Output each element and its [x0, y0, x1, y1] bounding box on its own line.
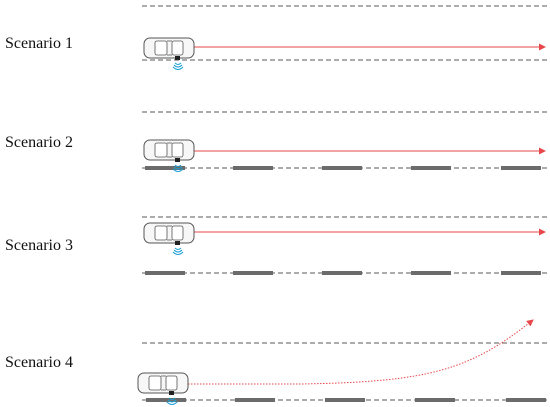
scenario-3-label: Scenario 3 [5, 237, 73, 254]
sensor-wave [173, 64, 183, 68]
ultrasonic-sensor-icon [172, 164, 184, 172]
curb-marker [506, 398, 546, 402]
car-top-view-icon [143, 139, 195, 172]
sensor-wave [174, 247, 182, 250]
car-rear-window [154, 225, 168, 241]
car-windshield [165, 375, 178, 391]
sensor-wave [172, 251, 184, 255]
sensor-wave [173, 249, 183, 253]
curb-marker [501, 271, 541, 275]
car-top-view-icon [143, 37, 195, 70]
curb-marker [411, 271, 451, 275]
curb-marker [322, 271, 362, 275]
sensor-housing [169, 391, 174, 395]
car-windshield [171, 40, 184, 56]
sensor-wave [174, 62, 182, 65]
car-windshield [171, 225, 184, 241]
sensor-wave [166, 401, 178, 405]
sensor-wave [174, 164, 182, 167]
ultrasonic-sensor-icon [172, 62, 184, 70]
car-rear-window [154, 40, 168, 56]
car-top-view-icon [143, 222, 195, 255]
sensor-wave [167, 399, 177, 403]
curb-marker [145, 271, 185, 275]
curb-marker [415, 398, 455, 402]
curb-marker [145, 166, 185, 170]
scenario-2-label: Scenario 2 [5, 134, 73, 151]
scenario-1-label: Scenario 1 [5, 35, 73, 52]
car-windshield [171, 142, 184, 158]
car-rear-window [148, 375, 162, 391]
curb-marker [501, 166, 541, 170]
sensor-wave [168, 397, 176, 400]
scenario-4-label: Scenario 4 [5, 354, 73, 371]
curb-marker [235, 398, 275, 402]
curb-marker [325, 398, 365, 402]
curved-trajectory-arrow [188, 319, 534, 385]
curb-marker [322, 166, 362, 170]
sensor-wave [173, 166, 183, 170]
curb-marker [411, 166, 451, 170]
sensor-housing [175, 158, 180, 162]
car-top-view-icon [137, 372, 189, 405]
curb-marker [146, 398, 186, 402]
ultrasonic-sensor-icon [172, 247, 184, 255]
sensor-wave [172, 168, 184, 172]
curb-marker [233, 166, 273, 170]
ultrasonic-sensor-icon [166, 397, 178, 405]
car-rear-window [154, 142, 168, 158]
sensor-housing [175, 56, 180, 60]
sensor-housing [175, 241, 180, 245]
sensor-wave [172, 66, 184, 70]
curb-marker [233, 271, 273, 275]
